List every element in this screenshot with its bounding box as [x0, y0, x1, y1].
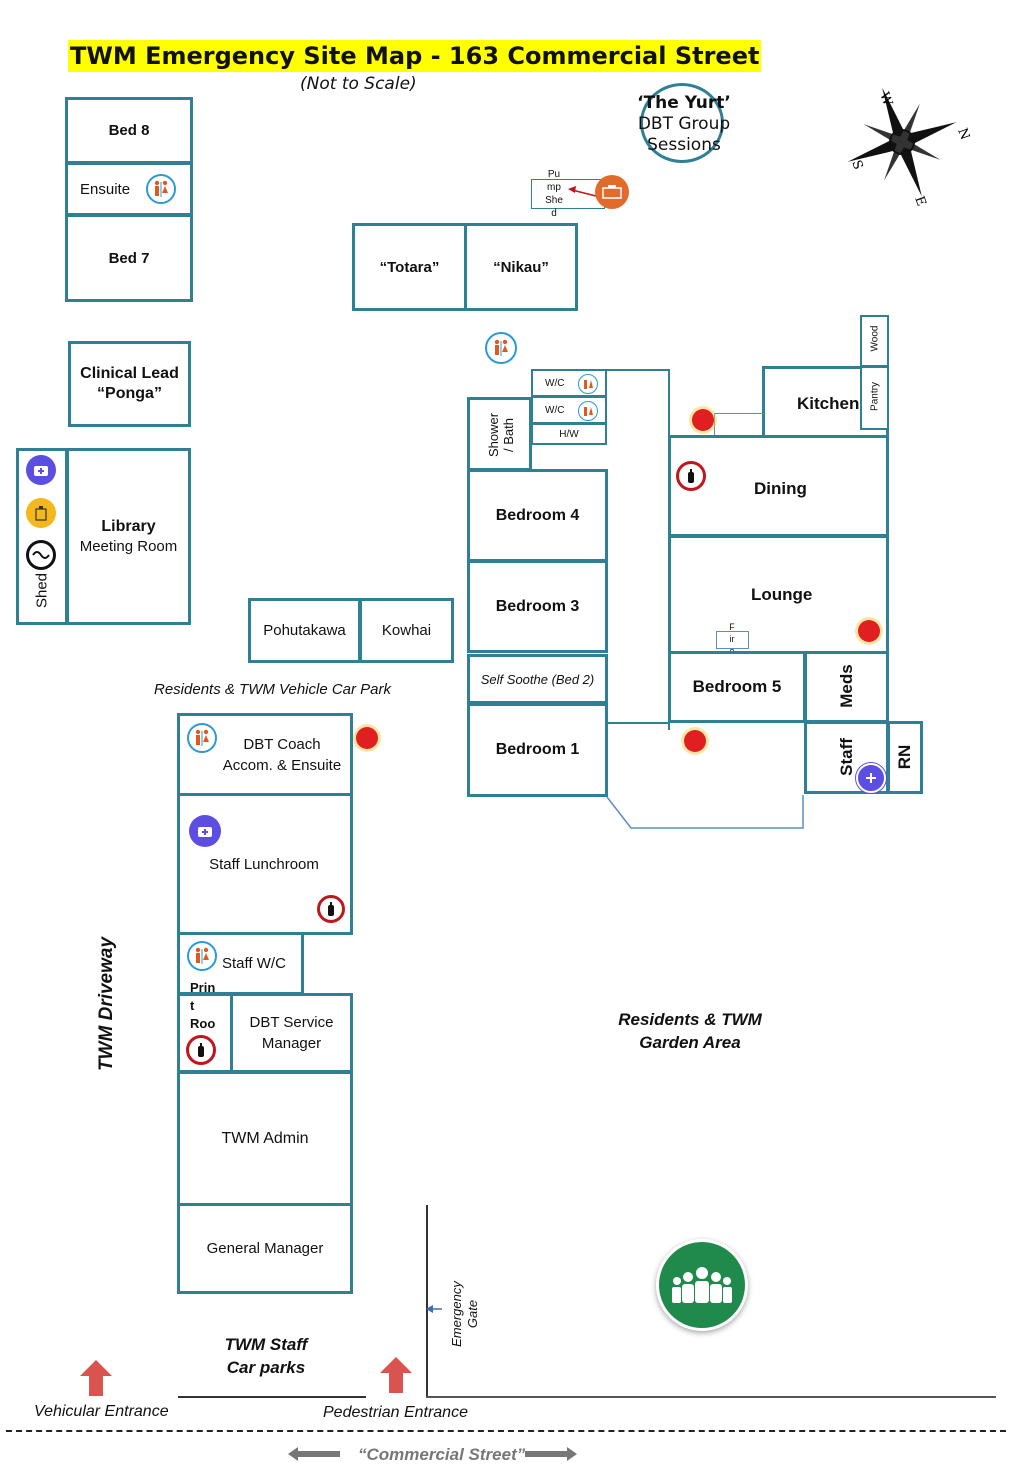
room-totara: “Totara”	[352, 223, 467, 311]
rn-label: RN	[895, 744, 914, 770]
room-bedroom-1: Bedroom 1	[467, 703, 608, 797]
room-self-soothe: Self Soothe (Bed 2)	[467, 654, 608, 704]
room-shower	[467, 397, 532, 471]
fire-extinguisher-icon	[317, 895, 345, 923]
fire-alarm-icon	[858, 620, 880, 642]
toilet-icon	[187, 941, 217, 971]
page-title: TWM Emergency Site Map - 163 Commercial …	[68, 40, 762, 72]
fire-alarm-icon	[684, 730, 706, 752]
compass-w: W	[876, 90, 895, 108]
fire-extinguisher-icon	[186, 1035, 216, 1065]
driveway-label: TWM Driveway	[96, 936, 117, 1072]
boundary-line	[178, 1396, 366, 1398]
vehicular-entrance-label: Vehicular Entrance	[34, 1403, 169, 1420]
page-subtitle: (Not to Scale)	[300, 74, 417, 94]
compass-e: E	[911, 194, 928, 208]
wall-line	[668, 369, 670, 439]
room-bedroom-4: Bedroom 4	[467, 469, 608, 562]
lounge-label: Lounge	[751, 585, 813, 604]
toilet-icon	[146, 174, 176, 204]
dining-label: Dining	[754, 479, 807, 498]
room-nikau: “Nikau”	[464, 223, 578, 311]
toilet-icon	[485, 332, 517, 364]
fire-alarm-icon	[692, 409, 714, 431]
room-bed-7: Bed 7	[65, 214, 193, 302]
room-twm-admin: TWM Admin	[177, 1071, 353, 1206]
assembly-point-icon	[656, 1239, 748, 1331]
toilet-icon	[578, 374, 598, 394]
kitchen-label: Kitchen	[797, 394, 860, 413]
room-lounge	[668, 535, 889, 653]
fence-line	[426, 1205, 428, 1396]
first-aid-icon	[26, 455, 56, 485]
toilet-icon	[578, 401, 598, 421]
yurt-circle	[640, 83, 724, 163]
meds-label: Meds	[837, 664, 856, 708]
room-general-manager: General Manager	[177, 1203, 353, 1294]
pedestrian-entrance-arrow-icon	[380, 1357, 412, 1393]
street-arrow-right-icon	[525, 1447, 577, 1461]
room-kowhai: Kowhai	[359, 598, 454, 663]
compass-icon: N S E W	[847, 87, 970, 208]
arrow-icon	[568, 186, 597, 197]
fire-alarm-icon	[356, 727, 378, 749]
room-hw: H/W	[531, 423, 607, 445]
power-icon	[26, 540, 56, 570]
street-arrow-left-icon	[288, 1447, 340, 1461]
room-bedroom-3: Bedroom 3	[467, 560, 608, 653]
fireplace	[716, 631, 749, 649]
room-wc-1: W/C	[531, 369, 607, 397]
gas-cylinder-icon	[26, 498, 56, 528]
room-clinical-lead: Clinical Lead“Ponga”	[68, 341, 191, 427]
street-boundary	[6, 1430, 1006, 1432]
wall-line	[608, 722, 670, 724]
vehicular-entrance-arrow-icon	[80, 1360, 112, 1396]
wood-label: Wood	[869, 325, 881, 352]
room-wood	[860, 315, 889, 367]
first-aid-icon	[189, 815, 221, 847]
room-bedroom-5: Bedroom 5	[668, 651, 806, 723]
gate-arrow-icon	[426, 1305, 442, 1313]
car-park-label: Residents & TWM Vehicle Car Park	[154, 681, 392, 698]
kitchen-bench	[714, 413, 764, 437]
room-rn	[887, 721, 923, 794]
room-pohutakawa: Pohutakawa	[248, 598, 361, 663]
wall-line	[668, 720, 670, 730]
pantry-label: Pantry	[869, 382, 881, 411]
fire-extinguisher-icon	[676, 461, 706, 491]
room-meds	[804, 651, 889, 723]
room-bed-8: Bed 8	[65, 97, 193, 164]
boundary-line	[426, 1396, 996, 1398]
room-pantry	[860, 366, 889, 430]
first-aid-icon	[856, 763, 886, 793]
street-label: “Commercial Street”	[358, 1445, 526, 1464]
wall-outline	[606, 795, 804, 829]
toilet-icon	[187, 723, 217, 753]
shower-label: Shower/ Bath	[486, 412, 516, 458]
compass-n: N	[954, 126, 970, 142]
wall-line	[605, 369, 669, 371]
yurt-label: ‘The Yurt’ DBT Group Sessions	[637, 93, 731, 155]
pedestrian-entrance-label: Pedestrian Entrance	[323, 1404, 468, 1421]
staff-label: Staff	[837, 738, 856, 776]
generator-icon	[595, 175, 629, 209]
